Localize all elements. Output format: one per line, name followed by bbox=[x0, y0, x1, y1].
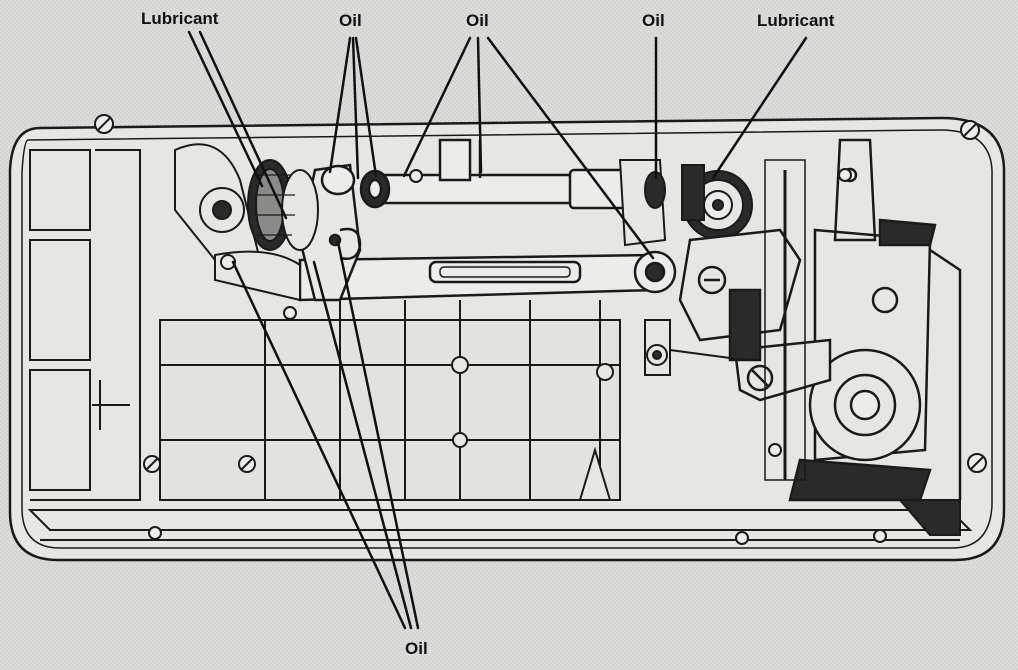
rib-grid bbox=[159, 300, 621, 501]
center-link bbox=[618, 159, 746, 376]
callout-oil-1: Oil bbox=[339, 11, 362, 30]
right-gear bbox=[681, 164, 753, 240]
leader-lines bbox=[187, 30, 808, 630]
callout-lubricant-right: Lubricant bbox=[757, 11, 835, 30]
left-gear-assembly bbox=[174, 143, 319, 302]
connecting-rod bbox=[298, 250, 677, 302]
bottom-rail bbox=[27, 499, 973, 541]
screw-heads bbox=[94, 114, 987, 545]
left-frame bbox=[29, 149, 141, 501]
right-mechanism bbox=[678, 138, 962, 502]
callout-oil-3: Oil bbox=[642, 11, 665, 30]
main-shaft bbox=[359, 138, 627, 210]
callout-lubricant-left: Lubricant bbox=[141, 9, 219, 28]
callout-oil-bottom: Oil bbox=[405, 639, 428, 658]
callout-oil-2: Oil bbox=[466, 11, 489, 30]
